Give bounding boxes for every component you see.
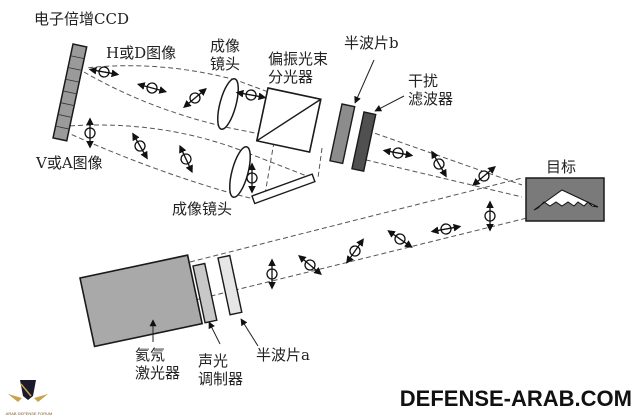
label-half-wave-b: 半波片b (344, 34, 399, 52)
imaging-lens-top (217, 78, 239, 130)
polarization-symbol (235, 89, 267, 101)
beam-va-lower (65, 131, 235, 195)
polarization-symbol (298, 254, 322, 276)
polarization-symbol (382, 147, 414, 159)
polarization-symbol (431, 150, 447, 178)
label-half-wave-a: 半波片a (256, 346, 310, 364)
emccd-sensor (52, 43, 88, 142)
polarization-symbol (484, 200, 496, 232)
half-wave-plate-a (217, 254, 243, 316)
polarizing-beam-splitter (255, 87, 322, 153)
label-va-image: V或A图像 (36, 154, 103, 172)
label-imaging-lens-bottom: 成像镜头 (172, 200, 233, 218)
beam-hd-lower (83, 71, 231, 129)
polarization-symbol (88, 66, 120, 78)
beam-mirror-lens-upper (239, 149, 313, 179)
beam-hd-upper (85, 65, 237, 81)
polarization-symbol (132, 132, 148, 160)
logo-caption: ARAB DEFENSE FORUM (5, 411, 53, 416)
aircraft-icon (533, 189, 599, 211)
leader-interference-filter (374, 95, 405, 112)
polarization-symbol (387, 230, 413, 248)
hene-laser (79, 254, 204, 348)
beam-pbs-mirror-right (317, 147, 323, 179)
label-target: 目标 (546, 158, 577, 176)
label-imaging-lens-top: 成像 镜头 (210, 37, 241, 73)
label-leaders (149, 59, 405, 347)
beam-laser-lower (194, 217, 528, 301)
polarization-symbol (136, 82, 168, 94)
beam-return-lower (357, 157, 523, 198)
polarization-symbol (179, 144, 193, 174)
beam-pbs-top-lower (229, 127, 271, 137)
polarization-symbol (430, 223, 462, 235)
label-laser: 氦氖 激光器 (135, 346, 181, 382)
watermark-site: DEFENSE-ARAB.COM (399, 386, 632, 411)
mirror (251, 173, 316, 205)
label-hd-image: H或D图像 (106, 44, 177, 62)
interference-filter (351, 111, 377, 173)
half-wave-plate-b (329, 103, 356, 165)
polarization-symbol (266, 258, 278, 290)
leader-half-wave-a (240, 318, 259, 347)
beam-va-upper (67, 124, 241, 151)
polarization-symbol (183, 87, 207, 109)
polarization-symbol (246, 162, 258, 194)
polarization-symbol (84, 117, 96, 149)
label-pbs: 偏振光束 分光器 (268, 50, 329, 86)
label-interference-filter: 干扰 滤波器 (408, 72, 454, 108)
leader-half-wave-b (354, 59, 375, 104)
imaging-lens-bottom (229, 146, 251, 198)
target (525, 177, 605, 222)
beam-laser-upper (189, 177, 523, 263)
polarization-symbols (84, 66, 496, 290)
label-emccd: 电子倍增CCD (34, 10, 129, 28)
beam-return-upper (359, 127, 523, 186)
polarization-symbol (346, 238, 364, 264)
label-aom: 声光 调制器 (198, 352, 244, 388)
leader-aom (208, 321, 221, 345)
polarization-symbol (472, 165, 496, 187)
forum-logo (8, 380, 48, 402)
